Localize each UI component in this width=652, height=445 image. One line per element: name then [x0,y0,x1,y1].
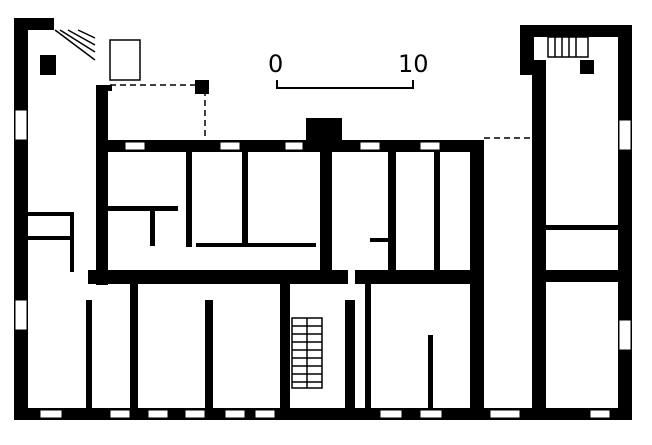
window [224,409,246,419]
window [489,409,521,419]
window [109,409,131,419]
stair-wall [345,300,355,420]
partition [428,335,433,410]
window [589,409,611,419]
window [419,409,443,419]
window [379,409,403,419]
window [14,299,28,331]
staircase-main [291,317,323,389]
window [14,109,28,141]
partition [70,212,74,272]
scale-end-label: 10 [398,50,429,78]
corridor-wall-right [355,270,480,284]
pier [40,55,56,75]
partition [130,284,138,410]
partition [546,270,618,282]
partition [28,212,74,216]
walls [14,18,632,420]
central-top-wall [96,140,316,152]
windows [14,109,632,419]
left-wing-inner-wall [96,85,108,285]
staircase-left-wing [54,29,141,81]
partition [365,284,371,410]
window [419,141,441,151]
partition [86,300,92,410]
right-wing-wall [520,25,534,75]
partition [370,238,390,242]
partition [150,206,155,246]
window [254,409,276,419]
right-wing-top-wall [520,25,630,37]
partition [196,243,316,247]
staircase-right-wing [547,36,589,58]
partition [546,225,618,230]
partition [320,152,332,270]
window [618,319,632,351]
courtyard-outline [110,84,530,139]
corridor-wall [88,270,348,284]
window [359,141,381,151]
window [284,141,304,151]
right-outer-wall [618,25,632,420]
window [219,141,241,151]
partition [108,206,178,211]
window [147,409,169,419]
scale-start-label: 0 [268,50,284,78]
chimney [306,118,342,152]
wall-stub [96,85,112,91]
bottom-outer-wall [14,408,632,420]
partition [242,152,248,247]
window [184,409,206,419]
window [618,119,632,151]
post [195,80,209,94]
partition [434,152,440,272]
scale-bar [276,80,414,89]
partition [28,236,74,240]
partition [186,152,192,247]
pier [580,60,594,74]
window [124,141,146,151]
stair-wall [280,284,290,420]
right-block-wall [470,140,484,420]
partition [205,300,213,410]
partition [388,152,396,272]
left-wing-top-wall [14,18,54,30]
left-outer-wall [14,18,28,420]
right-wing-inner-wall [532,60,546,420]
window [39,409,63,419]
